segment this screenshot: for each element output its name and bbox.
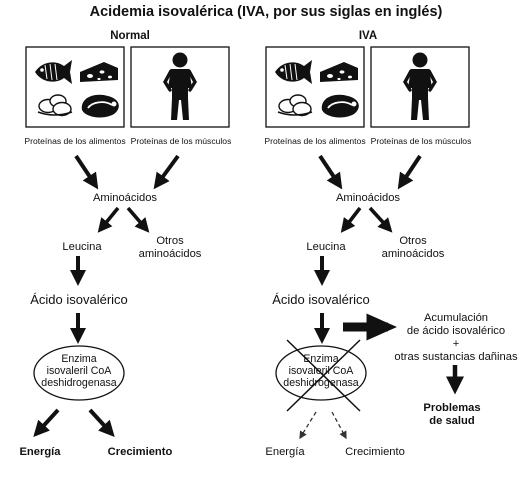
arrow-amino-to-leucine-iva: [340, 206, 362, 233]
muscle-proteins-caption-normal: Proteínas de los músculos: [130, 136, 232, 146]
arrow-muscle-to-amino-iva: [397, 154, 422, 190]
health-problems-label: Problemas de salud: [423, 402, 481, 427]
enzyme-cross-line-2: [286, 339, 361, 412]
energy-label-iva: Energía: [265, 446, 305, 458]
arrow-amino-to-leucine-normal: [97, 206, 120, 233]
growth-label-normal: Crecimiento: [107, 446, 173, 458]
isovaleric-acid-label-iva: Ácido isovalérico: [272, 292, 370, 307]
food-proteins-caption-normal: Proteínas de los alimentos: [24, 136, 126, 146]
arrow-food-to-amino-normal: [74, 154, 99, 190]
arrow-food-to-amino-iva: [318, 154, 343, 190]
leucine-label-normal: Leucina: [62, 241, 102, 253]
arrow-amino-to-other-normal: [126, 206, 150, 233]
dashed-arrow-to-growth-iva: [331, 411, 347, 440]
accumulation-label: Acumulación de ácido isovalérico + otras…: [394, 312, 518, 363]
iva-header: IVA: [358, 30, 378, 42]
enzyme-label-iva: Enzima isovaleril CoA deshidrogenasa: [283, 353, 359, 390]
arrow-muscle-to-amino-normal: [153, 154, 180, 190]
energy-label-normal: Energía: [19, 446, 61, 458]
arrow-enzyme-to-energy: [33, 408, 60, 437]
arrow-enzyme-to-growth: [88, 408, 115, 437]
enzyme-ellipse-normal: [33, 345, 125, 401]
page-title: Acidemia isovalérica (IVA, por sus sigla…: [89, 4, 443, 20]
other-amino-acids-label-normal: Otros aminoácidos: [138, 235, 202, 260]
arrow-amino-to-other-iva: [368, 206, 393, 233]
dashed-arrow-to-energy-iva: [299, 411, 317, 440]
food-proteins-caption-iva: Proteínas de los alimentos: [264, 136, 366, 146]
other-amino-acids-label-iva: Otros aminoácidos: [381, 235, 445, 260]
isovaleric-acid-label-normal: Ácido isovalérico: [30, 292, 128, 307]
normal-header: Normal: [110, 30, 150, 42]
enzyme-label-normal: Enzima isovaleril CoA deshidrogenasa: [41, 353, 117, 390]
growth-label-iva: Crecimiento: [345, 446, 405, 458]
muscle-proteins-caption-iva: Proteínas de los músculos: [370, 136, 472, 146]
leucine-label-iva: Leucina: [306, 241, 346, 253]
amino-acids-label-iva: Aminoácidos: [335, 192, 401, 204]
amino-acids-label-normal: Aminoácidos: [92, 192, 158, 204]
